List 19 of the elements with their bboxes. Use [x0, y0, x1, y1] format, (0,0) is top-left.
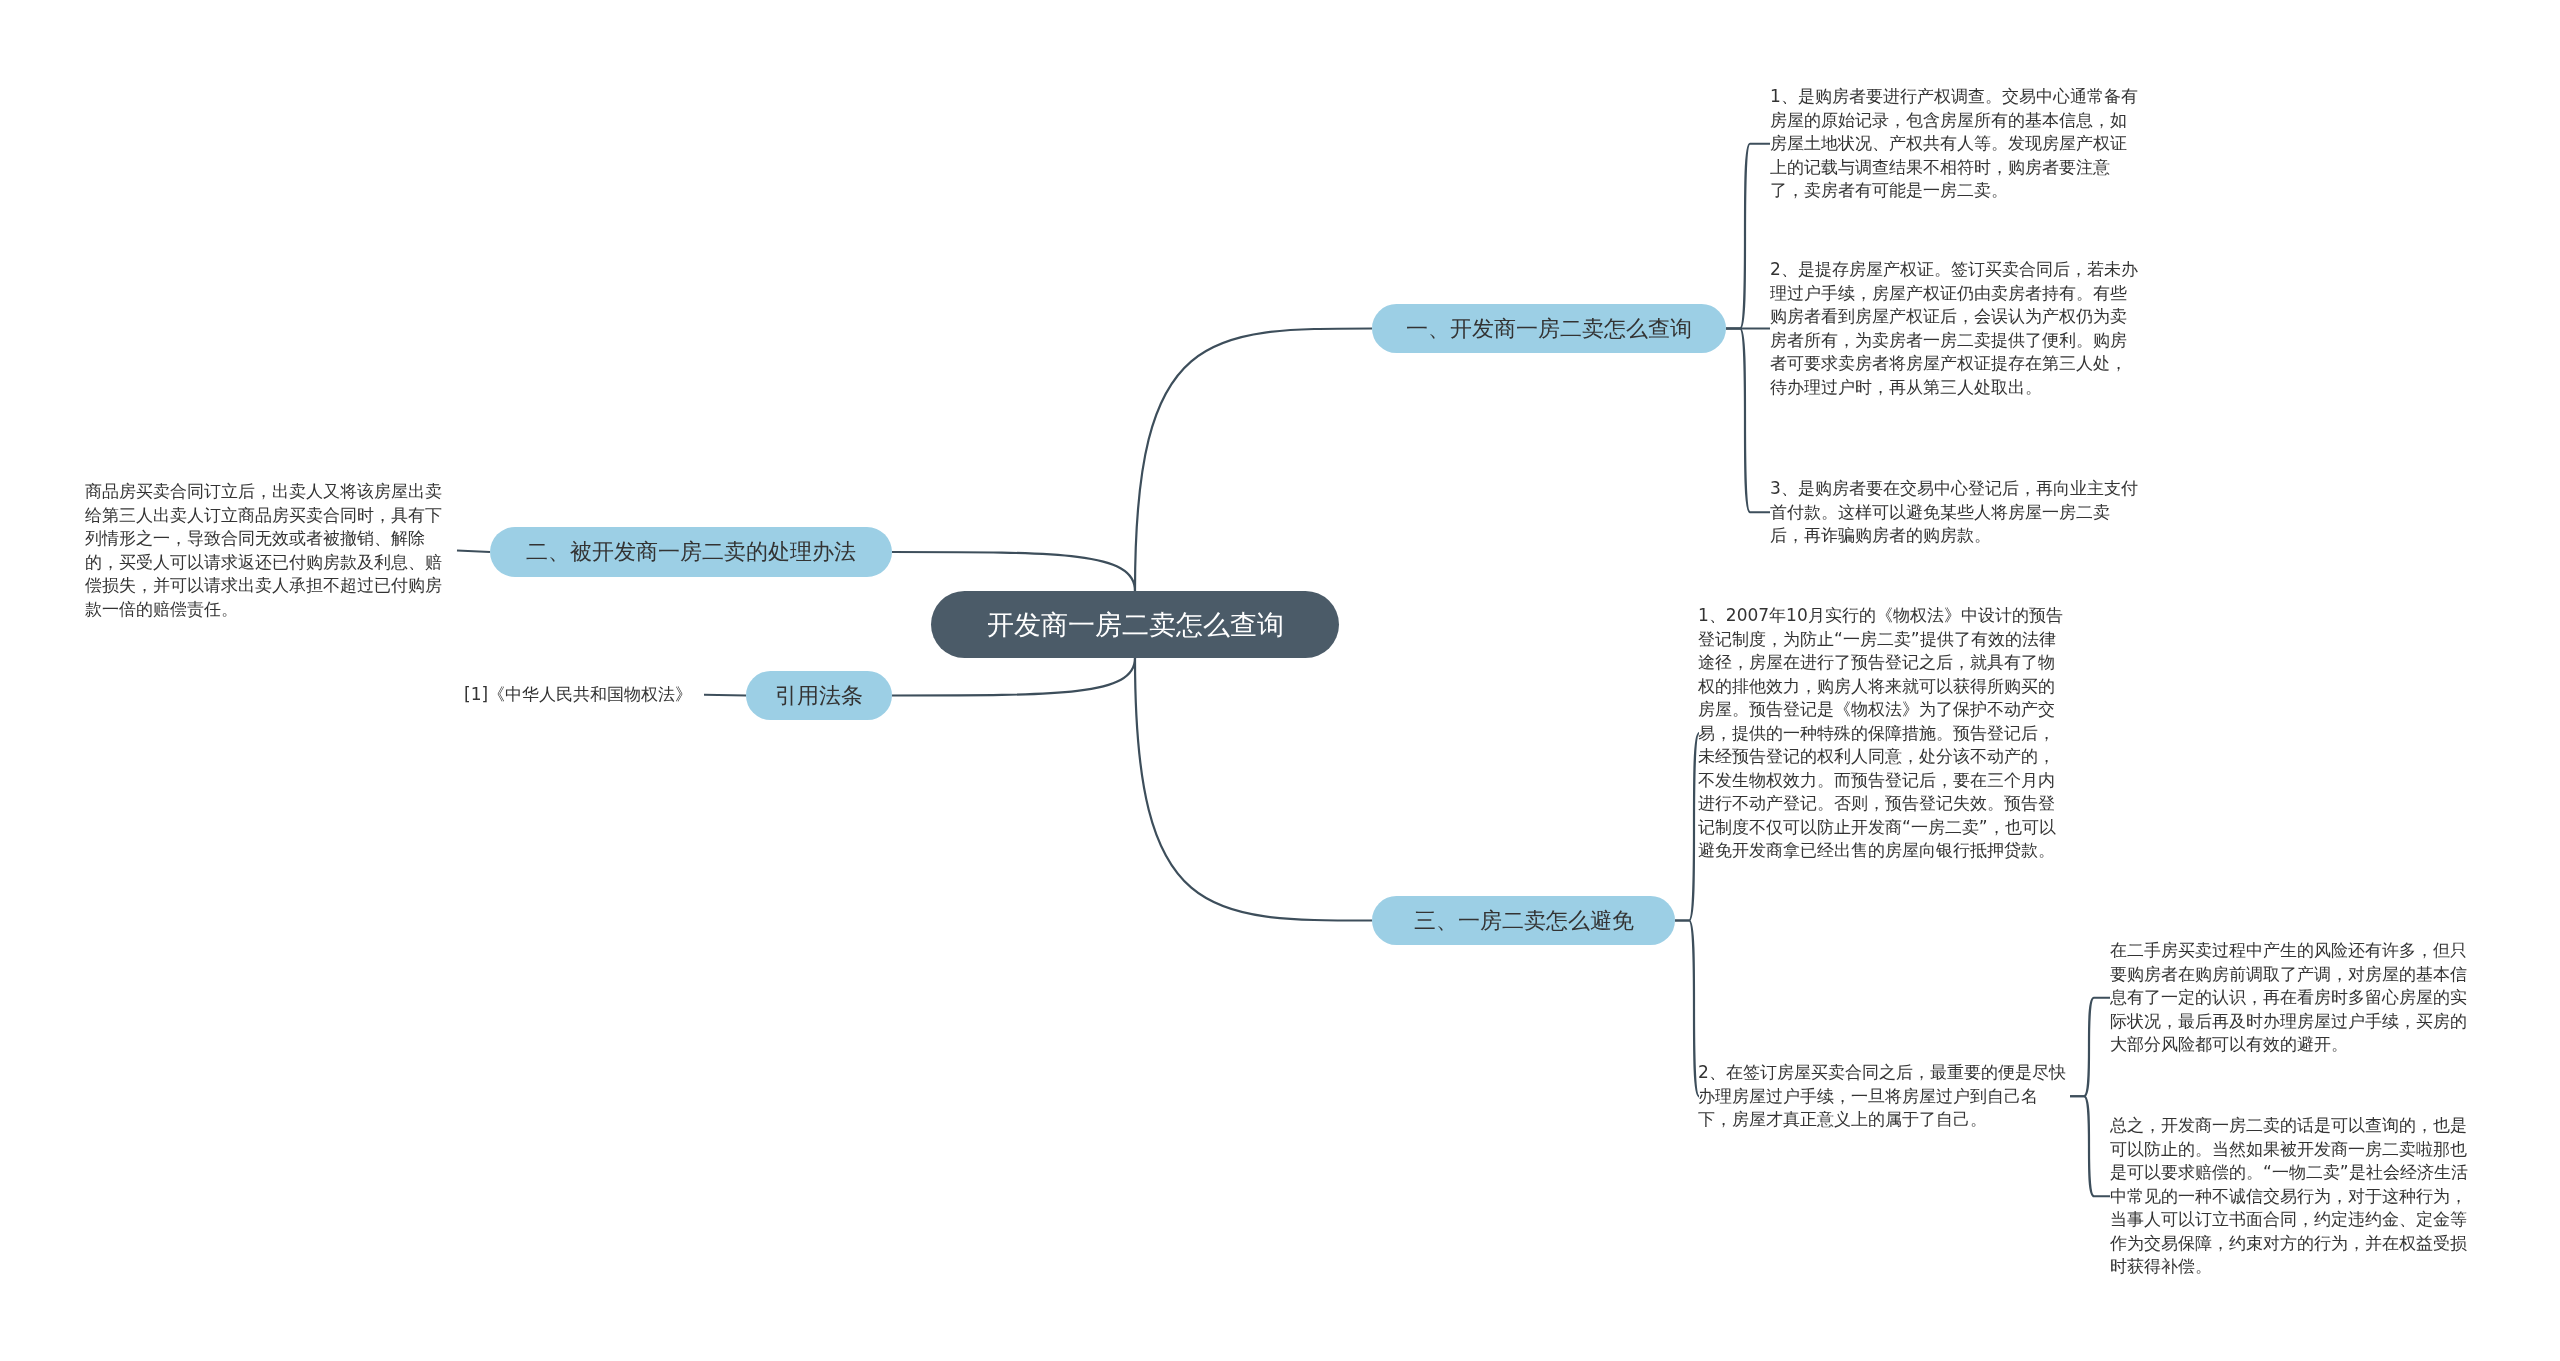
connector-line [892, 550, 1137, 592]
connector-line [1675, 919, 1701, 1098]
note-text: 商品房买卖合同订立后，出卖人又将该房屋出卖给第三人出卖人订立商品房买卖合同时，具有下列情形之一，导致合同无效或者被撤销、解除的，买受人可以请求返还已付购房款及利息、赔偿损失，并可以请求出卖人承担不超过已付购房款一倍的赔偿责任。 [85, 480, 457, 621]
note-text: 1、2007年10月实行的《物权法》中设计的预告登记制度，为防止“一房二卖”提供了有效的法律途径，房屋在进行了预告登记之后，就具有了物权的排他效力，购房人将来就可以获得所购买的房屋。预告登记是《物权法》为了保护不动产交易，提供的一种特殊的保障措施。预告登记后，未经预告登记的权利人同意，处分该不动产的，不发生物权效力。而预告登记后，要在三个月内进行不动产登记。否则，预告登记失效。预告登记制度不仅可以防止开发商“一房二卖”，也可以避免开发商拿已经出售的房屋向银行抵押贷款。 [1698, 604, 2070, 863]
topic-bubble: 引用法条 [746, 671, 892, 720]
topic-bubble: 三、一房二卖怎么避免 [1372, 896, 1675, 945]
connector-line [1133, 657, 1372, 922]
note-text: 1、是购房者要进行产权调查。交易中心通常备有房屋的原始记录，包含房屋所有的基本信息，如房屋土地状况、产权共有人等。发现房屋产权证上的记载与调查结果不相符时，购房者要注意了，卖房者有可能是一房二卖。 [1770, 85, 2142, 203]
connector-line [704, 693, 746, 697]
note-text: [1]《中华人民共和国物权法》 [464, 683, 704, 707]
note-text: 总之，开发商一房二卖的话是可以查询的，也是可以防止的。当然如果被开发商一房二卖啦那也是可以要求赔偿的。“一物二卖”是社会经济生活中常见的一种不诚信交易行为，对于这种行为，当事人可以订立书面合同，约定违约金、定金等作为交易保障，约束对方的行为，并在权益受损时获得补偿。 [2110, 1114, 2482, 1279]
topic-bubble: 一、开发商一房二卖怎么查询 [1372, 304, 1726, 353]
note-text: 2、是提存房屋产权证。签订买卖合同后，若未办理过户手续，房屋产权证仍由卖房者持有。有些购房者看到房屋产权证后，会误认为产权仍为卖房者所有，为卖房者一房二卖提供了便利。购房者可要求卖房者将房屋产权证提存在第三人处，待办理过户时，再从第三人处取出。 [1770, 258, 2142, 399]
note-text: 3、是购房者要在交易中心登记后，再向业主支付首付款。这样可以避免某些人将房屋一房二卖后，再诈骗购房者的购房款。 [1770, 477, 2142, 548]
topic-bubble: 二、被开发商一房二卖的处理办法 [490, 527, 892, 577]
connector-line [456, 549, 491, 554]
note-text: 在二手房买卖过程中产生的风险还有许多，但只要购房者在购房前调取了产调，对房屋的基本信息有了一定的认识，再在看房时多留心房屋的实际状况，最后再及时办理房屋过户手续，买房的大部分风险都可以有效的避开。 [2110, 939, 2482, 1057]
central-topic: 开发商一房二卖怎么查询 [931, 591, 1339, 658]
note-text: 2、在签订房屋买卖合同之后，最重要的便是尽快办理房屋过户手续，一旦将房屋过户到自己名下，房屋才真正意义上的属于了自己。 [1698, 1061, 2070, 1132]
